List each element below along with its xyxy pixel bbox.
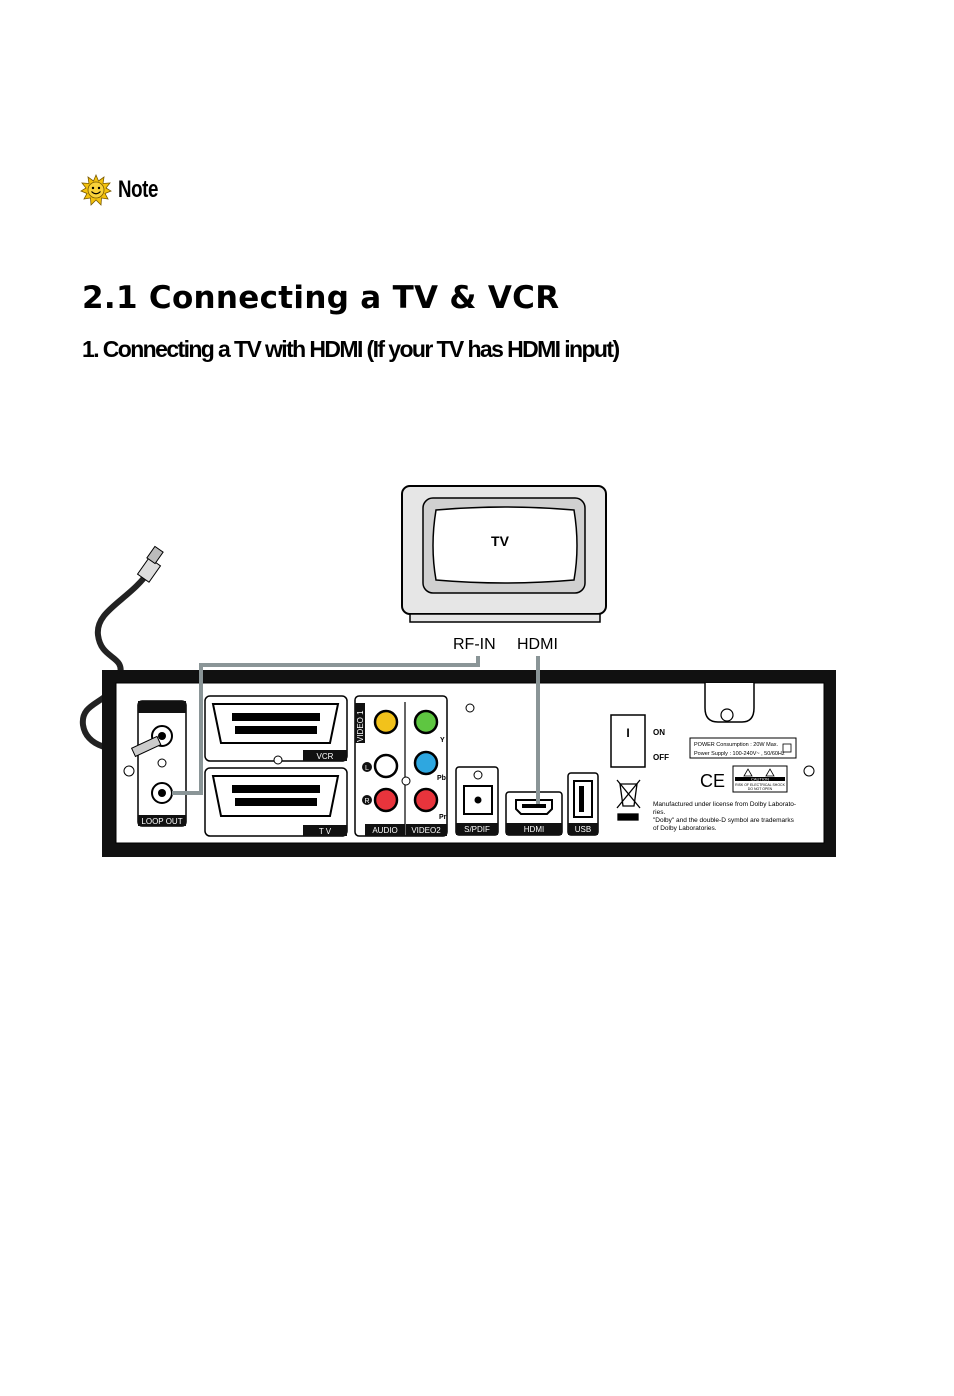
license-line4: of Dolby Laboratories. xyxy=(653,825,717,832)
caution-label: CAUTION xyxy=(751,777,769,782)
hdmi-port-label: HDMI xyxy=(524,825,544,834)
note-heading: Note xyxy=(80,174,169,206)
r-label: R xyxy=(364,798,369,805)
tv-illustration: TV xyxy=(401,485,607,623)
y-label: Y xyxy=(440,737,445,744)
antenna-plug xyxy=(130,735,162,758)
loop-out-label: LOOP OUT xyxy=(141,817,182,826)
connection-diagram: TV RF-IN HDMI LOOP OUT VCR xyxy=(79,485,836,857)
rf-cable xyxy=(172,656,480,795)
connection-cables xyxy=(172,656,540,804)
rf-in-label: RF-IN xyxy=(453,636,496,653)
license-line3: "Dolby" and the double-D symbol are trad… xyxy=(653,817,795,824)
note-label: Note xyxy=(118,176,159,203)
switch-on-label: ON xyxy=(653,728,665,737)
video2-label: VIDEO2 xyxy=(411,826,441,835)
pr-label: Pr xyxy=(439,814,447,821)
audio-label: AUDIO xyxy=(372,826,397,835)
section-title: 2.1 Connecting a TV & VCR xyxy=(82,280,560,316)
tv-scart-label: T V xyxy=(319,827,332,836)
hdmi-cable-label: HDMI xyxy=(517,636,558,653)
license-line2: ries. xyxy=(653,809,665,816)
license-line1: Manufactured under license from Dolby La… xyxy=(653,801,796,808)
switch-mark: I xyxy=(626,726,629,740)
caution-sub2: DO NOT OPEN xyxy=(748,787,773,791)
pb-label: Pb xyxy=(437,775,446,782)
smiley-sun-icon xyxy=(80,174,112,206)
power-rating-line1: POWER Consumption : 20W Max. xyxy=(694,742,779,748)
subsection-title: 1. Connecting a TV with HDMI (If your TV… xyxy=(82,336,620,362)
usb-label: USB xyxy=(575,825,591,834)
tv-label: TV xyxy=(491,533,510,549)
vcr-label: VCR xyxy=(317,752,334,761)
recycle-bin-icon xyxy=(616,779,641,821)
ce-mark: CE xyxy=(700,771,725,791)
caution-sub1: RISK OF ELECTRICAL SHOCK xyxy=(735,783,786,787)
power-rating-line2: Power Supply : 100-240V~ , 50/60Hz xyxy=(694,751,785,757)
receiver-rear-panel: LOOP OUT VCR T V VIDEO 1 L xyxy=(102,670,836,857)
spdif-label: S/PDIF xyxy=(464,825,490,834)
switch-off-label: OFF xyxy=(653,753,669,762)
video1-label: VIDEO 1 xyxy=(356,710,365,742)
l-label: L xyxy=(365,765,369,772)
